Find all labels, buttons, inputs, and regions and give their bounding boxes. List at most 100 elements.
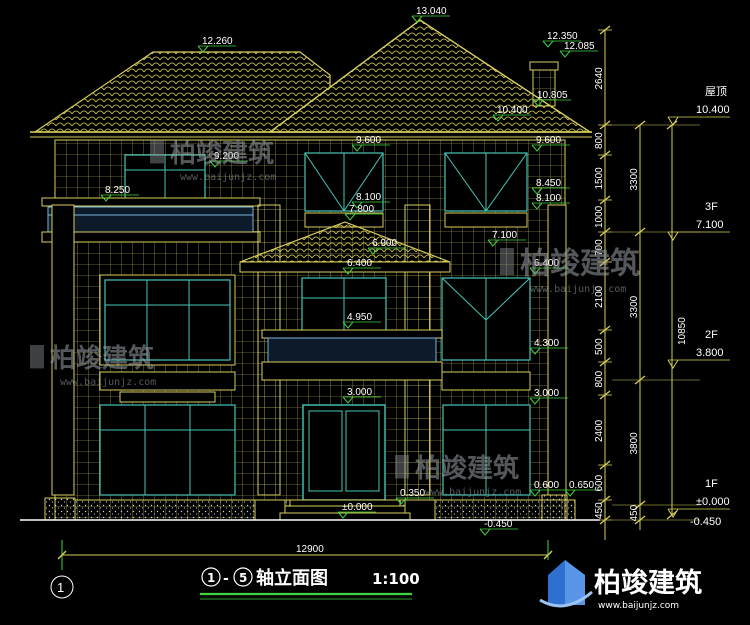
floor-marker-triangle <box>667 231 679 241</box>
dim-inner-9: 600 <box>594 474 605 491</box>
level-mark-window-1f-top: 3.000 <box>534 388 559 399</box>
title-axis-end: 5 <box>239 571 247 585</box>
level-mark-sill-3f-right: 8.100 <box>536 193 561 204</box>
dimension-chain <box>598 25 700 540</box>
level-marker-triangle <box>209 160 221 168</box>
watermark-name-2: 柏竣建筑 <box>50 343 154 374</box>
level-mark-window-2f-top-r: 6.400 <box>534 258 559 269</box>
level-mark-window-3f-right: 9.600 <box>536 135 561 146</box>
level-mark-window-3f-center: 9.600 <box>356 135 381 146</box>
title-axis-start: 1 <box>207 571 215 585</box>
floor-level-3f: 7.100 <box>696 219 724 231</box>
dim-inner-1: 800 <box>594 132 605 149</box>
window-1f-left <box>99 404 236 496</box>
level-marker-triangle <box>542 40 554 48</box>
brand-url: www.baijunjz.com <box>598 601 679 611</box>
level-marker-triangle <box>100 194 112 202</box>
level-marker-triangle <box>342 396 354 404</box>
level-marker-triangle <box>395 497 407 505</box>
level-mark-floor3-mid: 7.100 <box>492 230 517 241</box>
watermark-url-3: www.baijunjz.com <box>425 487 521 498</box>
balcony-2f <box>261 329 443 381</box>
entry-door <box>302 404 386 501</box>
level-mark-sill-3f-left: 8.100 <box>356 192 381 203</box>
dim-inner-2: 1500 <box>594 167 605 190</box>
level-mark-porch-eave: 7.800 <box>349 204 374 215</box>
level-marker-triangle <box>197 45 209 53</box>
level-mark-sill-1f-a: 0.600 <box>534 480 559 491</box>
level-mark-porch-ridge: 6.900 <box>372 238 397 249</box>
floor-level-outdoor: -0.450 <box>690 516 721 528</box>
floor-marker-triangle <box>667 508 679 518</box>
brand-logo: 柏竣建筑 www.baijunjz.com <box>539 560 702 611</box>
watermark-name-3: 柏竣建筑 <box>415 453 519 484</box>
level-marker-triangle <box>411 15 423 23</box>
axis-bubble-label: 1 <box>57 580 64 595</box>
window-2f-right <box>441 277 531 361</box>
level-mark-ground-zero: ±0.000 <box>342 502 373 513</box>
watermark-name-0: 柏竣建筑 <box>170 138 274 169</box>
watermark-mark-icon <box>395 455 409 479</box>
level-marker-triangle <box>531 187 543 195</box>
level-marker-triangle <box>529 347 541 355</box>
porch-roof <box>239 221 451 273</box>
brand-mark-icon <box>539 560 593 608</box>
level-mark-sill-1f-b: 0.650 <box>569 480 594 491</box>
title-scale: 1:100 <box>372 570 420 588</box>
total-width-label: 12900 <box>296 544 324 555</box>
dim-floor-1: 3300 <box>629 295 640 318</box>
width-dimension: 12900 <box>57 540 553 570</box>
floor-level-1f: ±0.000 <box>696 496 730 508</box>
brand-name: 柏竣建筑 <box>594 567 702 599</box>
band-courses <box>99 371 531 403</box>
level-mark-chimney-top: 12.350 <box>547 31 578 42</box>
level-mark-rail-3f-right: 8.450 <box>536 178 561 189</box>
watermark-url-0: www.baijunjz.com <box>180 172 276 183</box>
watermarks: 柏竣建筑 www.baijunjz.com 柏竣建筑 www.baijunjz.com… <box>30 138 640 498</box>
dim-tick <box>666 120 678 130</box>
dim-inner-5: 2100 <box>594 285 605 308</box>
watermark-name-1: 柏竣建筑 <box>520 247 640 282</box>
level-marker-triangle <box>529 397 541 405</box>
level-marker-triangle <box>559 50 571 58</box>
balcony-3f <box>41 197 261 243</box>
level-marker-triangle <box>529 489 541 497</box>
level-marker-triangle <box>531 144 543 152</box>
dim-inner-8: 2400 <box>594 419 605 442</box>
dim-floor-3: 450 <box>629 504 640 521</box>
level-marker-triangle <box>367 247 379 255</box>
level-mark-eave-mid: 10.400 <box>497 105 528 116</box>
window-2f-center <box>301 277 387 334</box>
window-2f-left <box>99 274 236 366</box>
level-mark-outdoor: -0.450 <box>484 519 513 530</box>
dim-inner-10: 450 <box>594 502 605 519</box>
dim-floor-0: 3300 <box>629 168 640 191</box>
floor-level-2f: 3.800 <box>696 347 724 359</box>
window-3f-center <box>304 152 384 228</box>
level-marker-triangle <box>337 511 349 519</box>
floor-marker-triangle <box>667 359 679 369</box>
dimension-texts: 2640800150010007002100500800240060045033… <box>594 67 688 522</box>
level-mark-beam-2f: 4.300 <box>534 338 559 349</box>
floor-name-1f: 1F <box>705 478 718 490</box>
level-marker-triangle <box>487 239 499 247</box>
level-mark-balcony-2f: 4.950 <box>347 312 372 323</box>
level-marker-triangle <box>531 202 543 210</box>
level-marker-triangle <box>529 267 541 275</box>
level-mark-chimney-mid: 12.085 <box>564 41 595 52</box>
dim-inner-4: 700 <box>594 239 605 256</box>
level-marker-triangle <box>492 114 504 122</box>
window-3f-right <box>444 152 528 228</box>
dim-floor-2: 3800 <box>629 432 640 455</box>
floor-name-roof: 屋顶 <box>705 85 727 98</box>
floor-level-roof: 10.400 <box>696 104 730 116</box>
level-marker-triangle <box>342 321 354 329</box>
level-marker-triangle <box>342 267 354 275</box>
level-marker-triangle <box>351 201 363 209</box>
level-marker-triangle <box>479 528 491 536</box>
level-mark-door-top: 3.000 <box>347 387 372 398</box>
window-1f-right <box>442 404 531 496</box>
level-marker-triangle <box>532 99 544 107</box>
